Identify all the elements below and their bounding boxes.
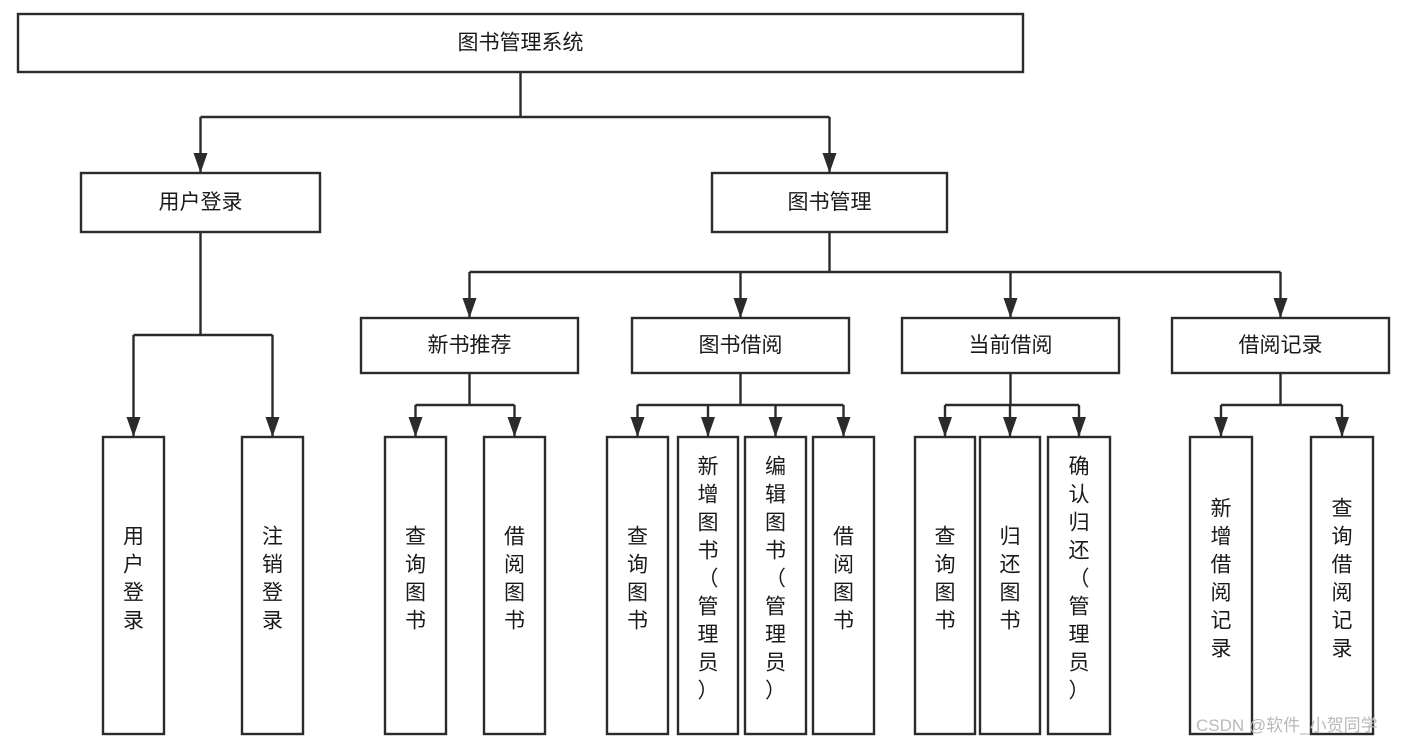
node-leaf-edit-book[interactable]: 编辑图书（管理员）: [743, 435, 808, 736]
node-book-manage[interactable]: 图书管理: [710, 171, 949, 234]
node-label: 新增图书（管理员）: [698, 456, 719, 703]
node-label: 确认归还（管理员）: [1069, 456, 1090, 703]
node-borrow-record[interactable]: 借阅记录: [1170, 316, 1391, 375]
node-book-borrow[interactable]: 图书借阅: [630, 316, 851, 375]
node-box: [900, 316, 1121, 375]
node-box: [630, 316, 851, 375]
arrow-head: [265, 417, 280, 437]
node-label: 借阅记录: [1239, 334, 1323, 357]
node-box: [978, 435, 1042, 736]
node-label: 查询图书: [935, 526, 956, 633]
arrow-head: [1072, 417, 1086, 437]
node-leaf-confirm-return[interactable]: 确认归还（管理员）: [1046, 435, 1112, 736]
node-box: [1170, 316, 1391, 375]
node-box: [1309, 435, 1375, 736]
arrow-head: [193, 153, 208, 173]
arrow-head: [507, 417, 522, 437]
node-new-book-rec[interactable]: 新书推荐: [359, 316, 580, 375]
node-box: [1188, 435, 1254, 736]
node-box: [359, 316, 580, 375]
node-box: [240, 435, 305, 736]
node-box: [710, 171, 949, 234]
node-label: 新增借阅记录: [1211, 498, 1232, 661]
node-leaf-user-login[interactable]: 用户登录: [101, 435, 166, 736]
arrow-head: [836, 417, 851, 437]
node-label: 图书借阅: [699, 334, 783, 357]
node-root[interactable]: 图书管理系统: [16, 12, 1025, 74]
node-leaf-add-book[interactable]: 新增图书（管理员）: [676, 435, 740, 736]
node-leaf-query-record[interactable]: 查询借阅记录: [1309, 435, 1375, 736]
arrow-head: [1003, 298, 1018, 318]
node-leaf-query-book-1[interactable]: 查询图书: [383, 435, 448, 736]
node-box: [16, 12, 1025, 74]
node-leaf-borrow-book-1[interactable]: 借阅图书: [482, 435, 547, 736]
arrow-head: [1273, 298, 1288, 318]
node-box: [676, 435, 740, 736]
node-box: [482, 435, 547, 736]
arrow-head: [733, 298, 748, 318]
node-box: [79, 171, 322, 234]
node-label: 当前借阅: [969, 334, 1053, 357]
node-current-borrow[interactable]: 当前借阅: [900, 316, 1121, 375]
node-label: 新书推荐: [428, 334, 512, 357]
arrow-head: [822, 153, 837, 173]
node-label: 归还图书: [1000, 526, 1021, 633]
node-leaf-logout[interactable]: 注销登录: [240, 435, 305, 736]
node-box: [913, 435, 977, 736]
connector-layer: [126, 72, 1349, 437]
arrow-head: [630, 417, 645, 437]
node-leaf-query-book-3[interactable]: 查询图书: [913, 435, 977, 736]
node-label: 用户登录: [159, 191, 243, 214]
arrow-head: [938, 417, 952, 437]
node-leaf-borrow-book-2[interactable]: 借阅图书: [811, 435, 876, 736]
node-leaf-add-record[interactable]: 新增借阅记录: [1188, 435, 1254, 736]
arrow-head: [768, 417, 783, 437]
node-label: 查询图书: [405, 526, 426, 633]
node-box: [605, 435, 670, 736]
arrow-head: [126, 417, 141, 437]
arrow-head: [701, 417, 715, 437]
node-label: 编辑图书（管理员）: [765, 456, 786, 703]
arrow-head: [1003, 417, 1017, 437]
node-label: 图书管理: [788, 191, 872, 214]
node-box: [101, 435, 166, 736]
arrow-head: [1214, 417, 1228, 437]
arrow-head: [1335, 417, 1349, 437]
node-box: [811, 435, 876, 736]
node-label: 借阅图书: [504, 526, 525, 633]
node-label: 用户登录: [123, 526, 144, 633]
node-leaf-query-book-2[interactable]: 查询图书: [605, 435, 670, 736]
node-layer: 图书管理系统用户登录图书管理新书推荐图书借阅当前借阅借阅记录用户登录注销登录查询…: [16, 12, 1391, 736]
csdn-watermark: CSDN @软件_小贺同学: [1196, 716, 1378, 735]
node-label: 注销登录: [262, 526, 283, 633]
node-user-login[interactable]: 用户登录: [79, 171, 322, 234]
node-box: [1046, 435, 1112, 736]
node-label: 查询借阅记录: [1332, 498, 1353, 661]
node-label: 图书管理系统: [458, 32, 584, 55]
node-label: 查询图书: [627, 526, 648, 633]
node-box: [743, 435, 808, 736]
node-leaf-return-book[interactable]: 归还图书: [978, 435, 1042, 736]
node-label: 借阅图书: [833, 526, 854, 633]
arrow-head: [408, 417, 423, 437]
arrow-head: [462, 298, 477, 318]
node-box: [383, 435, 448, 736]
